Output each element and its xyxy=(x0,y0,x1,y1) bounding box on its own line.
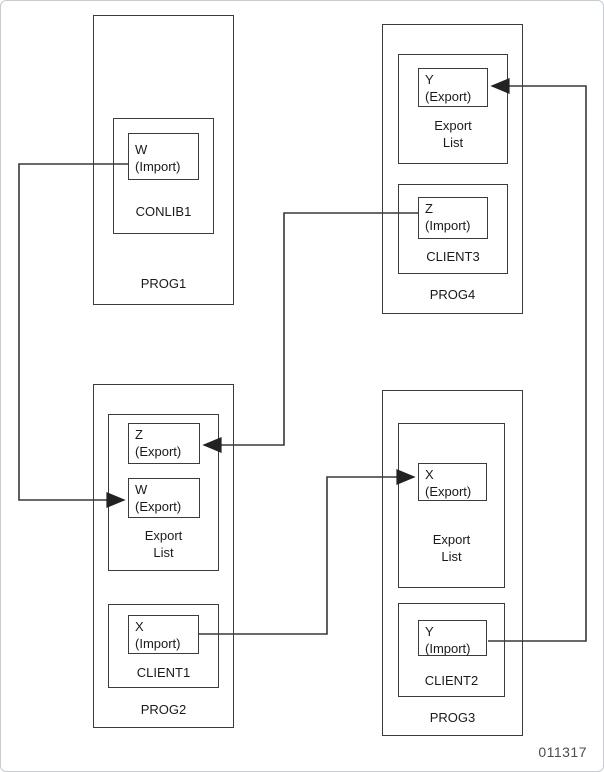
prog1-label: PROG1 xyxy=(140,276,187,291)
client2-label: CLIENT2 xyxy=(424,673,479,688)
w-export-kind: (Export) xyxy=(135,499,182,514)
y-import-box: Y (Import) xyxy=(418,620,487,656)
w-import-kind: (Import) xyxy=(135,159,181,174)
export-list-line2: List xyxy=(441,549,462,564)
figure-number: 011317 xyxy=(538,744,587,760)
prog3-label: PROG3 xyxy=(429,710,476,725)
x-import-box: X (Import) xyxy=(128,615,199,654)
z-import-name: Z xyxy=(425,201,433,216)
client1-box: CLIENT1 xyxy=(108,604,219,688)
export-list-line1: Export xyxy=(434,118,472,133)
prog3-export-list-label: Export List xyxy=(399,531,504,565)
prog2-export-list-label: Export List xyxy=(109,527,218,561)
prog4-export-list-box: Export List xyxy=(398,54,508,164)
z-export-kind: (Export) xyxy=(135,444,182,459)
w-import-box: W (Import) xyxy=(128,133,199,180)
prog4-label: PROG4 xyxy=(429,287,476,302)
y-export-box: Y (Export) xyxy=(418,68,488,107)
x-export-name: X xyxy=(425,467,434,482)
client2-box: CLIENT2 xyxy=(398,603,505,697)
z-import-kind: (Import) xyxy=(425,218,471,233)
export-list-line2: List xyxy=(442,135,464,150)
w-export-box: W (Export) xyxy=(128,478,200,518)
x-export-box: X (Export) xyxy=(418,463,487,501)
conlib1-label: CONLIB1 xyxy=(135,204,192,219)
x-export-kind: (Export) xyxy=(425,484,472,499)
y-export-kind: (Export) xyxy=(425,89,472,104)
z-export-name: Z xyxy=(135,427,143,442)
z-import-box: Z (Import) xyxy=(418,197,488,239)
y-export-name: Y xyxy=(425,72,434,87)
y-import-name: Y xyxy=(425,624,434,639)
w-import-name: W xyxy=(135,142,148,157)
z-export-box: Z (Export) xyxy=(128,423,200,464)
x-import-kind: (Import) xyxy=(135,636,181,651)
client1-label: CLIENT1 xyxy=(136,665,191,680)
x-import-name: X xyxy=(135,619,144,634)
w-export-name: W xyxy=(135,482,148,497)
y-import-kind: (Import) xyxy=(425,641,471,656)
prog2-label: PROG2 xyxy=(140,702,187,717)
export-list-line2: List xyxy=(153,545,174,560)
prog4-export-list-label: Export List xyxy=(399,117,507,151)
export-list-line1: Export xyxy=(144,528,183,543)
prog3-export-list-box: Export List xyxy=(398,423,505,588)
export-list-line1: Export xyxy=(432,532,471,547)
client3-label: CLIENT3 xyxy=(426,249,480,264)
prog1-box: PROG1 xyxy=(93,15,234,305)
